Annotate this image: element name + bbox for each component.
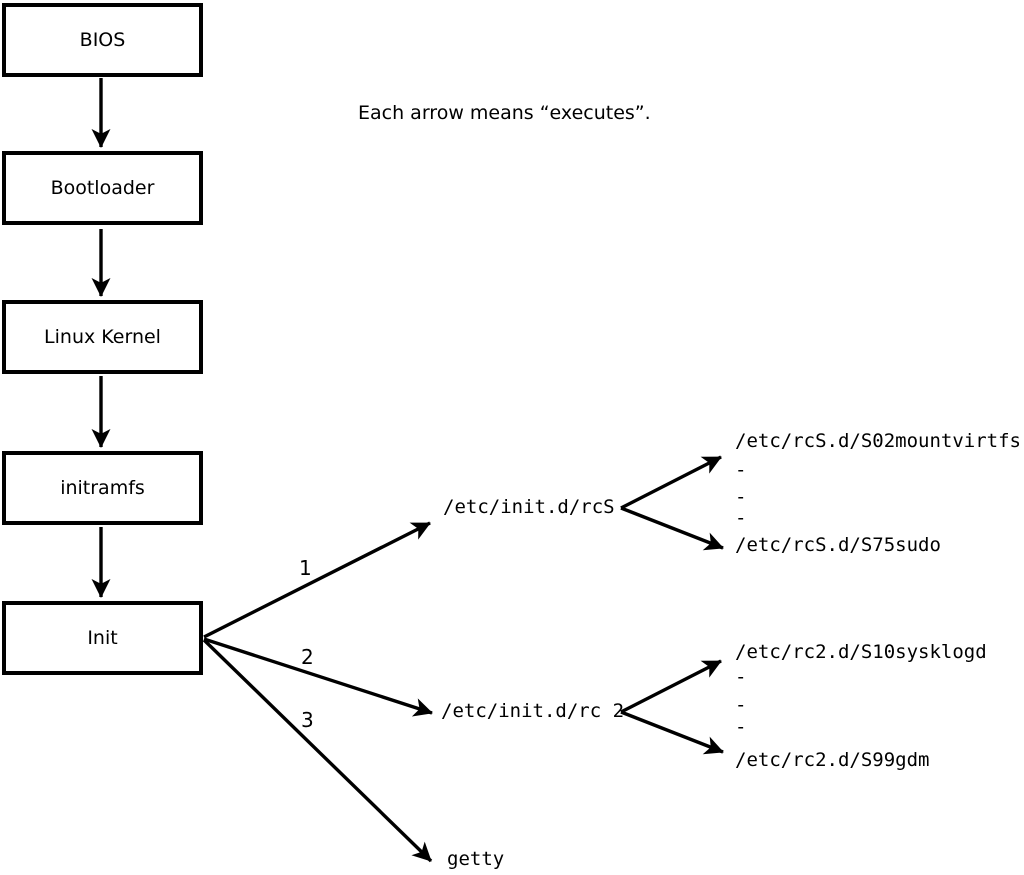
arrow-rc2-to-last-script xyxy=(620,710,724,755)
branch-number-1: 1 xyxy=(299,556,312,580)
rcS-last-script: /etc/rcS.d/S75sudo xyxy=(735,534,941,556)
arrow-rcS-to-first-script xyxy=(620,455,722,510)
box-bios-label: BIOS xyxy=(79,28,126,51)
arrow-init-to-getty xyxy=(202,638,433,863)
box-init-label: Init xyxy=(87,626,118,649)
rcS-ellipsis-dash: - xyxy=(735,486,747,508)
box-initramfs: initramfs xyxy=(2,451,203,525)
box-linux-kernel: Linux Kernel xyxy=(2,300,203,374)
box-bootloader: Bootloader xyxy=(2,151,203,225)
rcS-ellipsis-dash: - xyxy=(735,507,747,529)
arrow-rcS-to-last-script xyxy=(620,506,724,551)
arrow-rc2-to-first-script xyxy=(620,659,722,714)
branch-number-3: 3 xyxy=(301,708,314,732)
target-rc2: /etc/init.d/rc 2 xyxy=(441,700,625,722)
rc2-last-script: /etc/rc2.d/S99gdm xyxy=(735,749,930,771)
rc2-ellipsis-dash: - xyxy=(735,666,747,688)
arrow-init-to-rcS xyxy=(203,521,431,639)
rcS-ellipsis-dash: - xyxy=(735,459,747,481)
box-linux-kernel-label: Linux Kernel xyxy=(44,325,161,348)
box-bios: BIOS xyxy=(2,3,203,77)
rc2-ellipsis-dash: - xyxy=(735,716,747,738)
legend-note: Each arrow means “executes”. xyxy=(358,102,651,124)
rcS-first-script: /etc/rcS.d/S02mountvirtfs xyxy=(735,430,1021,452)
target-getty: getty xyxy=(447,848,505,870)
rc2-ellipsis-dash: - xyxy=(735,694,747,716)
box-bootloader-label: Bootloader xyxy=(50,176,155,199)
rc2-first-script: /etc/rc2.d/S10sysklogd xyxy=(735,641,987,663)
box-init: Init xyxy=(2,601,203,675)
box-initramfs-label: initramfs xyxy=(60,476,145,499)
arrow-init-to-rc2 xyxy=(203,637,433,717)
target-rcS: /etc/init.d/rcS xyxy=(443,496,615,518)
branch-number-2: 2 xyxy=(301,645,314,669)
